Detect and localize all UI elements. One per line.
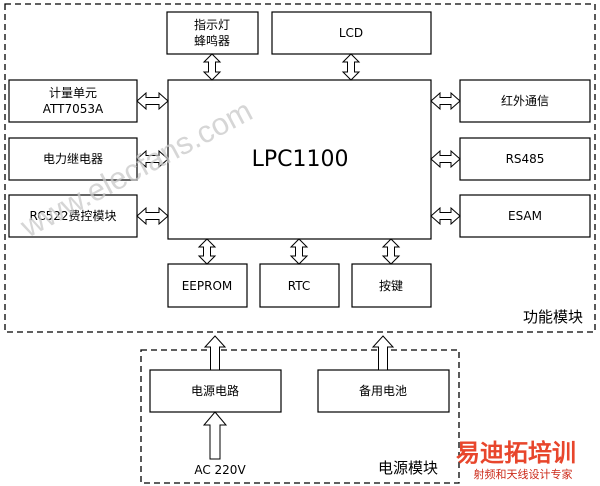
- rc522-block: [8, 194, 138, 238]
- metering-block: [8, 79, 138, 123]
- power-circuit-label: 电源电路: [191, 383, 239, 398]
- esam-label: ESAM: [508, 209, 542, 223]
- infrared-label: 红外通信: [501, 93, 549, 108]
- lcd-mcu-arrow: [341, 53, 361, 81]
- battery-up-arrow: [371, 335, 395, 371]
- power-module-label: 电源模块: [378, 459, 438, 477]
- indicator-block: [166, 11, 259, 55]
- indicator-label-line2: 蜂鸣器: [194, 33, 230, 48]
- rs485-block: [459, 137, 591, 181]
- function-module-label: 功能模块: [523, 308, 583, 326]
- lcd-label: LCD: [339, 26, 363, 40]
- eeprom-mcu-arrow: [197, 238, 217, 265]
- backup-battery-label: 备用电池: [359, 384, 407, 398]
- keys-label: 按键: [379, 279, 403, 293]
- relay-label: 电力继电器: [43, 152, 103, 166]
- rs485-mcu-arrow: [430, 149, 461, 169]
- rtc-block: [259, 263, 340, 308]
- esam-mcu-arrow: [430, 206, 461, 226]
- metering-label-line1: 计量单元: [49, 86, 97, 100]
- function-module-boundary: [4, 3, 596, 333]
- rc522-label: RC522费控模块: [29, 209, 116, 223]
- logo-subtitle: 射频和天线设计专家: [474, 467, 573, 481]
- infrared-block: [459, 79, 591, 123]
- metering-label-line2: ATT7053A: [43, 102, 104, 116]
- rtc-mcu-arrow: [289, 238, 309, 265]
- power-module-boundary: [140, 349, 460, 484]
- logo-text: 易迪拓培训: [456, 439, 576, 467]
- metering-mcu-arrow: [136, 91, 169, 111]
- keys-mcu-arrow: [381, 238, 401, 265]
- rtc-label: RTC: [288, 279, 310, 293]
- keys-block: [351, 263, 432, 308]
- eeprom-label: EEPROM: [182, 279, 233, 293]
- ac-input-label: AC 220V: [194, 463, 246, 477]
- infrared-mcu-arrow: [430, 91, 461, 111]
- rs485-label: RS485: [506, 152, 545, 166]
- mcu-box: [167, 79, 432, 240]
- lcd-block: [271, 11, 432, 55]
- power-circuit-up-arrow: [203, 335, 227, 371]
- relay-mcu-arrow: [136, 149, 169, 169]
- esam-block: [459, 194, 591, 238]
- rc522-mcu-arrow: [136, 206, 169, 226]
- mcu-label: LPC1100: [252, 147, 349, 172]
- ac-input-up-arrow: [202, 411, 228, 460]
- indicator-label-line1: 指示灯: [194, 17, 230, 32]
- indicator-mcu-arrow: [202, 53, 222, 81]
